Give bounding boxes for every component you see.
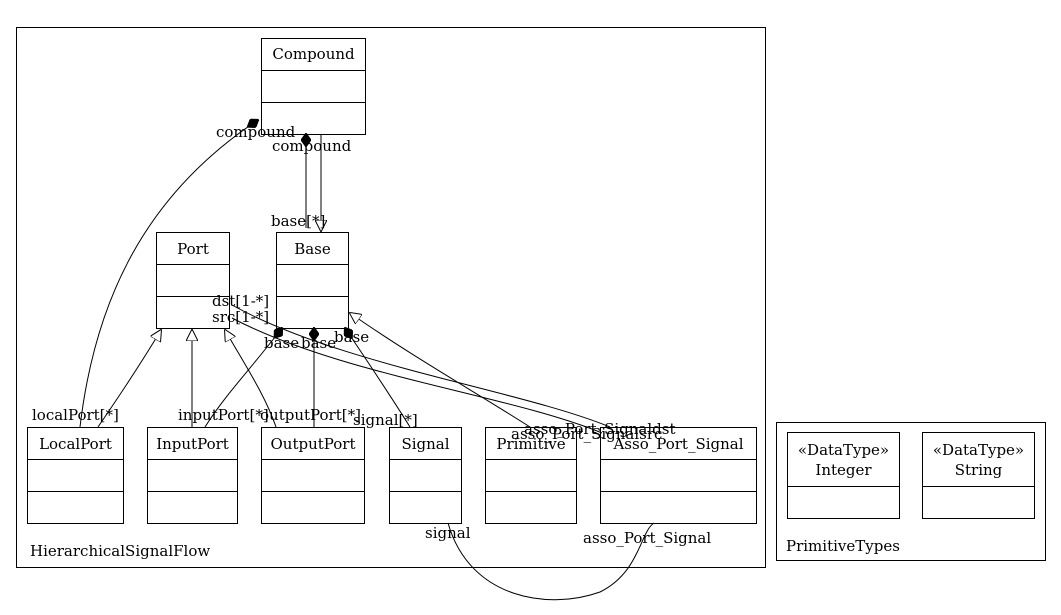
package-label-primitive-types: PrimitiveTypes xyxy=(786,537,900,555)
role-label-input-port: inputPort[*] xyxy=(178,406,269,424)
class-name: Asso_Port_Signal xyxy=(612,435,743,453)
role-label-src: src[1-*] xyxy=(212,308,269,326)
role-label-base-many: base[*] xyxy=(271,212,325,230)
role-label-local-port: localPort[*] xyxy=(32,406,119,424)
role-label-asso-src: asso_Port_Signalsrc xyxy=(511,425,662,443)
class-name: Port xyxy=(177,240,209,258)
class-compound: Compound xyxy=(261,38,366,135)
class-local-port: LocalPort xyxy=(27,427,124,524)
class-name: Compound xyxy=(272,45,355,63)
role-label-asso-port-signal: asso_Port_Signal xyxy=(583,529,711,547)
package-label-hierarchical-signal-flow: HierarchicalSignalFlow xyxy=(30,542,210,560)
association-asso-port-signal-src xyxy=(231,317,603,434)
class-name: Signal xyxy=(401,435,449,453)
role-label-signal: signal xyxy=(425,524,471,542)
class-primitive: Primitive xyxy=(485,427,577,524)
role-label-base: base xyxy=(334,328,369,346)
role-label-signal-many: signal[*] xyxy=(353,411,418,429)
package-hierarchical-signal-flow xyxy=(16,27,766,568)
class-base: Base xyxy=(276,232,349,329)
class-name: InputPort xyxy=(156,435,229,453)
class-name: Primitive xyxy=(496,435,565,453)
association-localport-compound xyxy=(79,120,258,428)
class-name: LocalPort xyxy=(39,435,112,453)
package-primitive-types xyxy=(776,422,1046,561)
role-label-asso-dst: asso_Port_Signaldst xyxy=(524,420,676,438)
generalization-outputport-port xyxy=(225,330,277,428)
class-signal: Signal xyxy=(389,427,462,524)
class-asso-port-signal: Asso_Port_Signal xyxy=(600,427,757,524)
class-output-port: OutputPort xyxy=(261,427,365,524)
association-asso-port-signal-dst xyxy=(231,304,611,428)
role-label-output-port: outputPort[*] xyxy=(260,406,361,424)
class-name: String xyxy=(955,461,1003,479)
class-name: OutputPort xyxy=(271,435,356,453)
generalization-localport-port xyxy=(97,330,161,428)
composition-signal-base xyxy=(345,328,411,428)
generalization-primitive-base xyxy=(350,313,531,428)
class-name: Integer xyxy=(815,461,872,479)
class-stereotype: «DataType» xyxy=(933,441,1024,459)
class-port: Port xyxy=(156,232,230,329)
role-label-compound: compound xyxy=(272,137,352,155)
class-stereotype: «DataType» xyxy=(798,441,889,459)
class-string: «DataType» String xyxy=(922,432,1035,519)
association-signal-asso-port-signal xyxy=(447,522,655,601)
role-label-base: base xyxy=(264,334,299,352)
role-label-compound: compound xyxy=(216,123,296,141)
class-name: Base xyxy=(294,240,331,258)
composition-inputport-base xyxy=(204,328,282,428)
class-input-port: InputPort xyxy=(147,427,238,524)
role-label-dst: dst[1-*] xyxy=(212,292,269,310)
role-label-base: base xyxy=(301,334,336,352)
class-integer: «DataType» Integer xyxy=(787,432,900,519)
